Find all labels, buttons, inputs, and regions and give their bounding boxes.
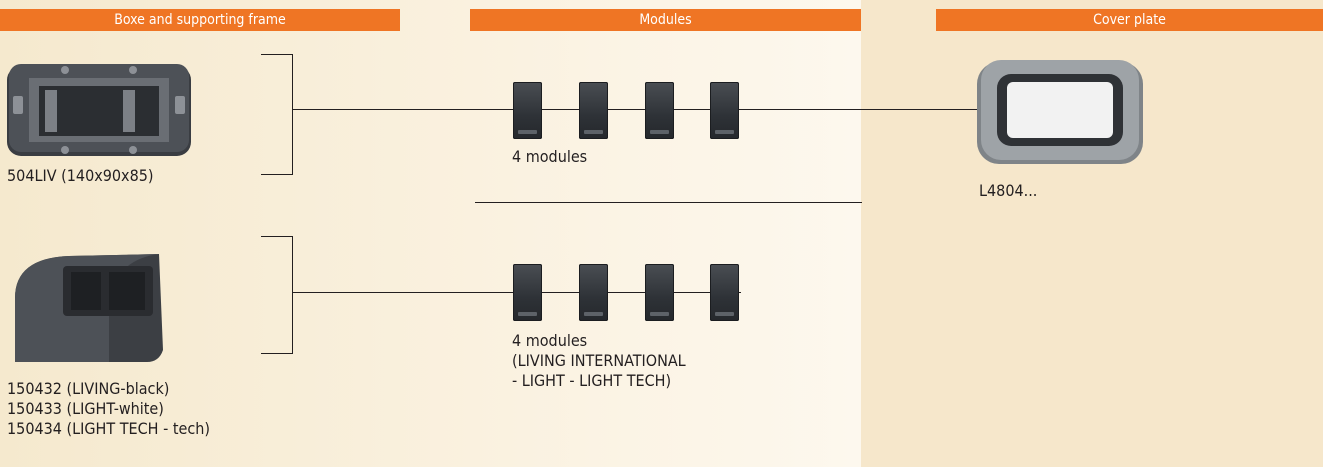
module-icon	[513, 264, 542, 321]
connector-line-row1	[292, 109, 982, 110]
cover-plate-image	[977, 60, 1143, 164]
cover-label-row1: L4804...	[979, 181, 1038, 200]
bracket-vertical-row1	[292, 54, 293, 175]
bracket-top-row2	[261, 236, 293, 237]
box-label-row1: 504LIV (140x90x85)	[7, 166, 154, 185]
box-label-row2-line1: 150432 (LIVING-black)	[7, 379, 170, 398]
module-icon	[645, 264, 674, 321]
module-icon	[513, 82, 542, 139]
bracket-bottom-row1	[261, 174, 293, 175]
box-label-row2-line3: 150434 (LIGHT TECH - tech)	[7, 419, 210, 438]
module-icon	[710, 82, 739, 139]
bracket-bottom-row2	[261, 353, 293, 354]
header-modules: Modules	[470, 9, 861, 31]
modules-label-row2-line3: - LIGHT - LIGHT TECH)	[512, 371, 672, 390]
bracket-vertical-row2	[292, 236, 293, 354]
header-cover-plate: Cover plate	[936, 9, 1323, 31]
box-label-row2-line2: 150433 (LIGHT-white)	[7, 399, 164, 418]
header-box-frame: Boxe and supporting frame	[0, 9, 400, 31]
modules-label-row2-line1: 4 modules	[512, 331, 588, 350]
modules-label-row2-line2: (LIVING INTERNATIONAL	[512, 351, 686, 370]
wall-box-image	[7, 64, 191, 156]
row-divider	[475, 202, 862, 203]
module-icon	[579, 82, 608, 139]
module-icon	[579, 264, 608, 321]
module-icon	[710, 264, 739, 321]
desktop-box-image	[15, 254, 163, 362]
modules-label-row1: 4 modules	[512, 147, 588, 166]
module-icon	[645, 82, 674, 139]
bracket-top-row1	[261, 54, 293, 55]
